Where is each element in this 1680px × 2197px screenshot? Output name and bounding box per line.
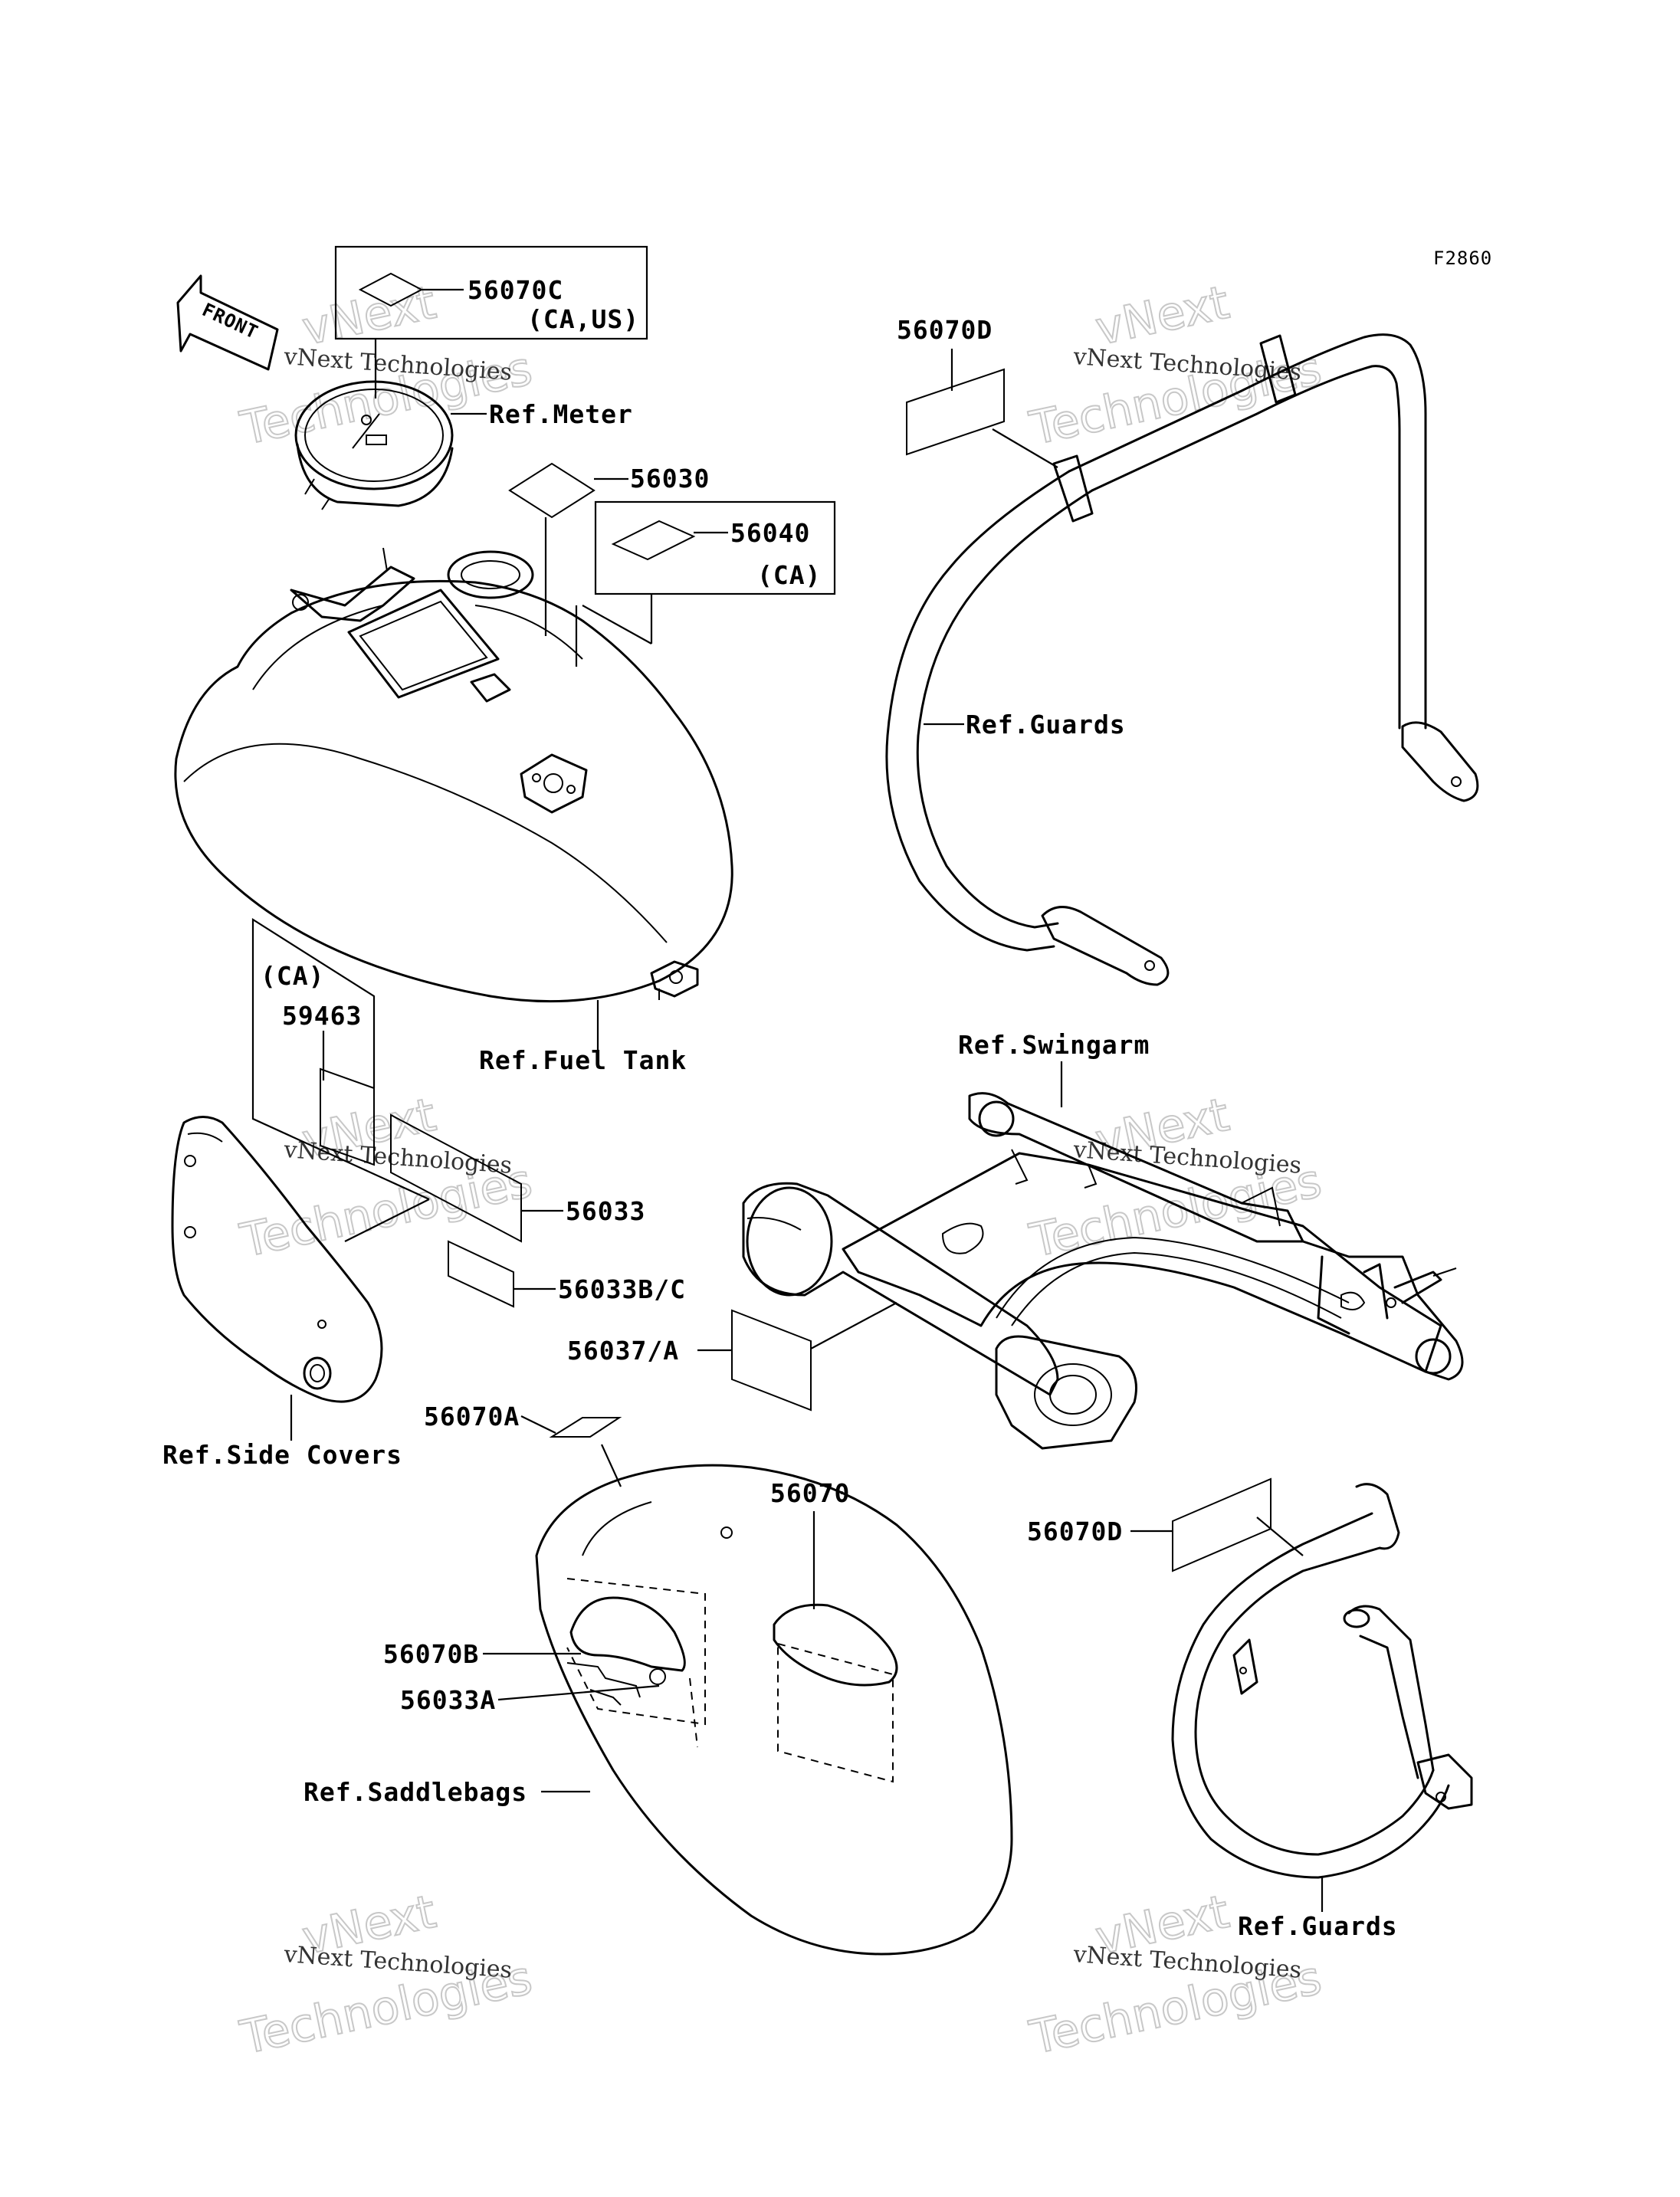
label-ref-saddlebags: Ref.Saddlebags — [304, 1777, 527, 1807]
watermark-top-right: vNext Technologies vNext Technologies — [1025, 275, 1327, 457]
label-56070B: 56070B — [383, 1639, 479, 1669]
label-ref-side-covers: Ref.Side Covers — [162, 1440, 402, 1470]
label-56070D-top: 56070D — [897, 315, 993, 345]
fuel-tank-drawing — [174, 547, 733, 1003]
label-ref-fuel-tank: Ref.Fuel Tank — [479, 1045, 687, 1075]
label-ca-note: (CA) — [261, 961, 324, 991]
label-56030: 56030 — [630, 464, 710, 494]
label-56033A: 56033A — [400, 1685, 496, 1715]
label-56040: 56040 — [730, 518, 810, 548]
callout-56033: 56033 — [344, 1113, 645, 1243]
label-ref-guards-bottom: Ref.Guards — [1238, 1911, 1398, 1941]
label-ref-swingarm: Ref.Swingarm — [958, 1030, 1150, 1060]
figure-code: F2860 — [1433, 248, 1492, 269]
label-ref-guards-top: Ref.Guards — [966, 710, 1126, 739]
callout-56070C: 56070C (CA,US) — [334, 245, 648, 398]
label-56070C-note: (CA,US) — [527, 304, 639, 334]
saddlebag-drawing — [535, 1464, 1013, 1956]
label-56040-note: (CA) — [757, 560, 821, 590]
watermark-bottom-left: vNext Technologies vNext Technologies — [235, 1884, 538, 2066]
front-arrow-icon: FRONT — [176, 274, 279, 371]
label-56070C: 56070C — [468, 275, 563, 305]
label-56033BC: 56033B/C — [558, 1274, 686, 1304]
callout-56070A: 56070A — [424, 1402, 622, 1487]
guard-bottom-drawing — [1171, 1483, 1473, 1879]
callout-56070D-bottom: 56070D — [1027, 1477, 1304, 1572]
callout-56030: 56030 — [508, 462, 710, 636]
label-56070A: 56070A — [424, 1402, 520, 1431]
label-56033: 56033 — [566, 1196, 645, 1226]
meter-drawing — [294, 380, 454, 510]
label-56037A: 56037/A — [567, 1336, 679, 1366]
label-ref-meter: Ref.Meter — [489, 399, 633, 429]
callout-56040: 56040 (CA) — [575, 500, 836, 667]
swingarm-drawing — [742, 1092, 1464, 1450]
watermark-caption: vNext Technologies — [1071, 1941, 1302, 1984]
callout-59463: (CA) 59463 — [251, 918, 430, 1201]
watermark-brand: vNext — [1091, 276, 1234, 356]
label-56070: 56070 — [770, 1478, 850, 1508]
callout-56070D-top: 56070D — [897, 315, 1058, 468]
label-56070D-bottom: 56070D — [1027, 1517, 1123, 1546]
callout-56037A: 56037/A — [567, 1302, 897, 1412]
side-cover-drawing — [171, 1116, 383, 1403]
watermark-caption: vNext Technologies — [282, 1941, 513, 1984]
guard-top-drawing — [885, 333, 1479, 986]
callout-56033BC: 56033B/C — [448, 1240, 686, 1308]
label-59463: 59463 — [282, 1001, 362, 1031]
leader-56033A — [497, 1684, 660, 1701]
watermark-mid-left: vNext Technologies vNext Technologies — [235, 1087, 538, 1269]
